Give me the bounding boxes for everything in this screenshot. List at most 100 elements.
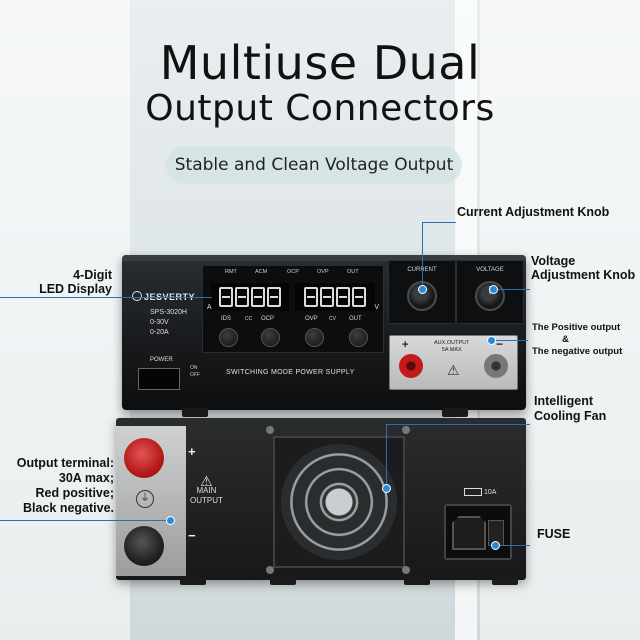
callout-line-fan-h [386,424,530,425]
back-foot-mid-right [404,576,430,585]
led-digit [320,287,334,307]
negative-output-terminal[interactable] [124,526,164,566]
aux-positive-jack[interactable] [399,354,423,378]
power-supply-back: ⏚ + − ⚠ MAIN OUTPUT 10A [116,418,526,580]
aux-minus-sign: − [495,337,503,351]
callout-terminal-line2: 30A max; [58,471,114,485]
positive-output-terminal[interactable] [124,438,164,478]
indicator-ocp: OCP [287,269,299,275]
fuse-rating: 10A [484,488,497,496]
subtitle-pill: Stable and Clean Voltage Output [166,146,462,184]
cv-label: CV [329,316,336,322]
callout-line-fan-v [386,424,387,488]
brand-mark-icon [132,291,142,301]
led-display-panel: RMT ACM OCP OVP OUT A V IDS CC OCP OVP C… [202,265,384,353]
aux-output-title: AUX.OUTPUT 5A MAX [434,340,469,354]
led-digit [251,287,265,307]
back-foot-left [180,576,206,585]
headline-line-2: Output Connectors [145,88,495,129]
window-pane-left [0,0,130,640]
aux-output-label: AUX.OUTPUT [434,340,470,346]
ids-button[interactable] [219,328,238,347]
cc-label: CC [245,316,253,322]
callout-led-line1: 4-Digit [73,268,112,282]
callout-terminal-line3: Red positive; [35,486,115,500]
callout-line-terminal [0,520,170,521]
callout-line-led [0,297,212,298]
voltage-range: 0-30V [150,319,169,326]
aux-output-panel: + AUX.OUTPUT 5A MAX − ⚠ [389,335,518,390]
ocp-button[interactable] [261,328,280,347]
indicator-ovp: OVP [317,269,329,275]
callout-positive-output: The Positive output [532,322,621,333]
callout-line-current [422,222,423,288]
callout-line-aux [492,340,528,341]
power-switch[interactable] [138,368,180,390]
ovp-button[interactable] [305,328,324,347]
front-caption: SWITCHING MODE POWER SUPPLY [226,369,355,376]
callout-led-display: 4-Digit LED Display [38,268,112,296]
aux-negative-jack[interactable] [484,354,508,378]
out-button[interactable] [349,328,368,347]
callout-dot-voltage [489,285,498,294]
callout-aux-output: The Positive output & The negative outpu… [532,322,622,358]
front-foot-right [442,408,468,417]
callout-current-knob: Current Adjustment Knob [457,205,610,219]
callout-line-voltage [494,289,530,290]
callout-terminal-line4: Black negative. [22,501,114,515]
led-digit [352,287,366,307]
callout-output-terminal: Output terminal: 30A max; Red positive; … [10,456,114,516]
current-range: 0-20A [150,329,169,336]
led-digit [267,287,281,307]
button-label-ocp: OCP [261,316,275,322]
callout-fuse: FUSE [537,527,571,541]
indicator-acm: ACM [255,269,268,275]
headline-line-1: Multiuse Dual [159,36,481,90]
voltage-led-readout [295,283,375,311]
button-label-out: OUT [349,316,362,322]
callout-voltage-line1: Voltage [531,254,576,268]
main-output-terminal-panel: ⏚ [116,426,186,576]
screw-icon [402,426,410,434]
led-digit [219,287,233,307]
fuse-icon [464,488,482,496]
warning-triangle-icon: ⚠ [447,362,460,378]
aux-plus-sign: + [402,339,409,351]
ground-icon: ⏚ [136,490,154,508]
indicator-rmt: RMT [225,269,237,275]
screw-icon [266,566,274,574]
callout-voltage-line2: Adjustment Knob [531,268,636,282]
callout-ampersand: & [562,334,569,345]
callout-cooling-fan: Intelligent Cooling Fan [534,394,606,424]
button-label-ovp: OVP [305,316,318,322]
callout-line-fuse [496,545,530,546]
callout-terminal-line1: Output terminal: [16,456,114,470]
main-output-label: ⚠ MAIN OUTPUT [190,473,223,506]
model-number: SPS-3020H [150,309,187,316]
screw-icon [402,566,410,574]
warning-triangle-icon: ⚠ [200,473,213,489]
callout-dot-fuse [491,541,500,550]
back-foot-mid-left [270,576,296,585]
on-label: ON [190,365,198,371]
callout-led-line2: LED Display [39,282,112,296]
callout-line-current-h [422,222,456,223]
on-off-labels: ON OFF [190,365,200,379]
callout-negative-output: The negative output [532,346,623,357]
power-label: POWER [150,357,173,363]
callout-fan-line2: Cooling Fan [534,409,607,423]
iec-socket[interactable] [452,516,486,550]
led-digit [304,287,318,307]
current-led-readout [211,283,289,311]
fuse-rating-label: 10A [464,488,496,496]
model-info: SPS-3020H 0-30V 0-20A [150,308,187,338]
aux-output-rating: 5A MAX [441,347,462,353]
callout-fan-line1: Intelligent [534,394,594,408]
unit-a-label: A [207,304,212,311]
voltage-knob-label: VOLTAGE [476,267,504,273]
callout-dot-fan [382,484,391,493]
unit-v-label: V [374,304,379,311]
power-inlet[interactable] [444,504,512,560]
front-top-strip [122,255,526,261]
main-output-line2: OUTPUT [190,496,223,505]
